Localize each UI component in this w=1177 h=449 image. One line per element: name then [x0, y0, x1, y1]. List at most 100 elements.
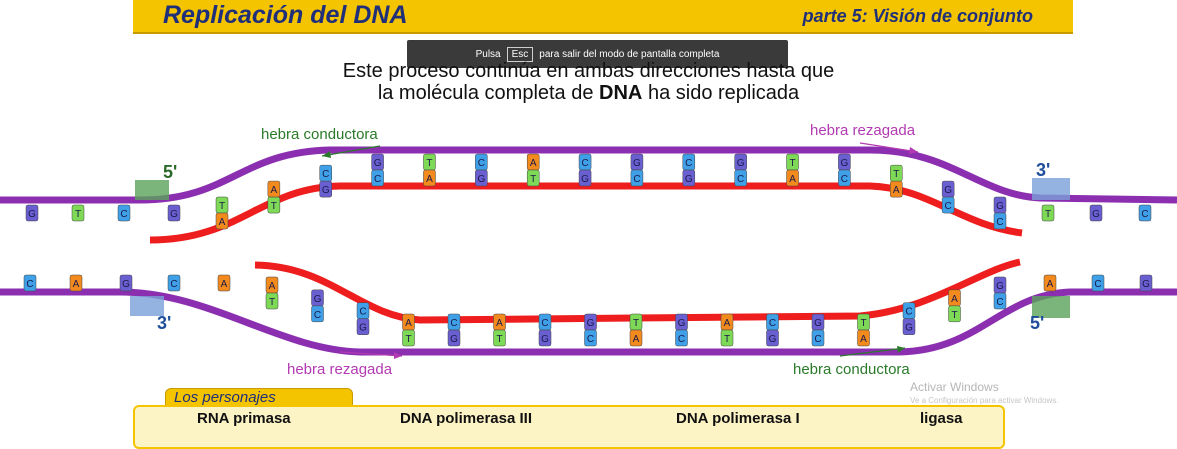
base-bottom-right-1: C [1091, 274, 1105, 292]
top-left-5-prime-label: 5' [163, 162, 178, 182]
svg-text:G: G [841, 158, 849, 169]
base-bottom-pair-3-upper: A [402, 313, 415, 331]
svg-text:G: G [1142, 279, 1150, 290]
svg-text:C: C [814, 334, 821, 345]
base-bottom-pair-10-lower: T [720, 329, 734, 347]
top-parent-strand [0, 146, 1177, 204]
base-bottom-pair-14-lower: G [902, 318, 916, 335]
svg-text:A: A [633, 334, 640, 345]
svg-text:T: T [951, 310, 957, 321]
svg-text:C: C [1094, 279, 1101, 290]
base-top-pair-11-lower: A [786, 169, 799, 187]
legend-tab[interactable]: Los personajes [165, 388, 353, 407]
base-bottom-pair-9-lower: C [675, 329, 688, 347]
svg-text:G: G [450, 334, 458, 345]
svg-text:C: C [478, 158, 485, 169]
svg-text:C: C [587, 334, 594, 345]
svg-text:G: G [122, 279, 130, 290]
base-bottom-pair-10-upper: A [720, 313, 734, 331]
top-right-arrow [859, 142, 919, 153]
base-bottom-pair-5-upper: A [493, 313, 506, 331]
base-bottom-pair-6-upper: C [538, 313, 552, 331]
svg-text:T: T [75, 209, 81, 220]
description-line-1: Este proceso continúa en ambas direccion… [342, 60, 835, 82]
svg-text:T: T [496, 334, 502, 345]
svg-text:C: C [322, 169, 329, 180]
svg-text:A: A [789, 174, 796, 185]
svg-text:T: T [893, 169, 899, 180]
base-top-pair-12-upper: G [838, 153, 851, 171]
bottom-parent-strand [0, 288, 1177, 356]
base-top-pair-8-lower: C [630, 169, 644, 187]
base-bottom-pair-8-upper: T [629, 313, 643, 331]
base-top-pair-4-lower: A [423, 169, 436, 187]
base-top-pair-2-upper: C [319, 164, 332, 182]
svg-text:C: C [314, 310, 321, 321]
svg-text:C: C [541, 318, 548, 329]
base-bottom-pair-12-upper: G [811, 313, 825, 331]
svg-text:A: A [73, 279, 80, 290]
svg-text:T: T [633, 318, 639, 329]
toast-text-after: para salir del modo de pantalla completa [539, 48, 720, 60]
base-bottom-left-1: A [69, 274, 83, 292]
top-new-strand [149, 182, 1023, 244]
fullscreen-exit-toast: Pulsa Esc para salir del modo de pantall… [407, 40, 788, 68]
legend-item-rna-primasa: RNA primasa [197, 410, 291, 427]
svg-text:C: C [633, 174, 640, 185]
svg-text:A: A [860, 334, 867, 345]
base-bottom-pair-12-lower: C [811, 329, 825, 347]
windows-activation-watermark: Activar Windows Ve a Configuración para … [910, 380, 1059, 408]
base-bottom-pair-8-lower: A [629, 329, 643, 347]
base-top-pair-0-upper: T [215, 196, 229, 214]
base-bottom-pair-16-upper: G [993, 276, 1007, 294]
label-bottom-lagging-strand: hebra rezagada [287, 361, 393, 378]
watermark-line-2: Ve a Configuración para activar Windows. [910, 396, 1059, 405]
base-bottom-pair-9-upper: G [675, 313, 688, 331]
svg-text:C: C [678, 334, 685, 345]
base-top-pair-9-upper: C [682, 153, 696, 171]
base-bottom-right-2: G [1139, 274, 1153, 292]
svg-text:T: T [530, 174, 536, 185]
svg-text:G: G [996, 281, 1004, 292]
base-top-right-1: G [1089, 204, 1103, 222]
svg-text:A: A [724, 318, 731, 329]
svg-text:A: A [951, 294, 958, 305]
svg-text:C: C [359, 307, 366, 318]
svg-text:A: A [219, 217, 226, 228]
svg-text:A: A [405, 318, 412, 329]
base-top-pair-2-lower: G [319, 180, 332, 198]
base-top-left-2: C [117, 204, 131, 222]
base-top-pair-1-upper: A [267, 180, 281, 198]
esc-key: Esc [506, 46, 534, 62]
base-bottom-pair-15-lower: T [948, 305, 961, 323]
base-top-pair-15-lower: C [993, 212, 1007, 230]
base-bottom-pair-1-lower: C [311, 305, 324, 323]
base-bottom-pair-15-upper: A [948, 289, 961, 307]
base-top-pair-10-upper: G [734, 153, 747, 171]
base-bottom-pair-6-lower: G [538, 329, 552, 347]
base-top-pair-0-lower: A [215, 212, 229, 230]
base-bottom-left-2: G [119, 274, 133, 292]
svg-text:T: T [789, 158, 795, 169]
description-line-2-suffix: ha sido replicada [642, 82, 800, 104]
label-top-lagging-strand: hebra rezagada [810, 122, 916, 139]
svg-text:C: C [996, 297, 1003, 308]
base-bottom-pair-5-lower: T [493, 329, 506, 347]
base-top-pair-1-lower: T [267, 196, 281, 214]
base-top-pair-8-upper: G [630, 153, 644, 171]
base-bottom-left-3: C [167, 274, 181, 292]
base-bottom-pair-4-upper: C [447, 313, 461, 331]
base-bottom-pair-1-upper: G [311, 289, 324, 307]
description-line-2: la molécula completa de DNA ha sido repl… [0, 82, 1177, 105]
svg-text:C: C [581, 158, 588, 169]
base-top-pair-6-upper: A [526, 153, 540, 171]
svg-text:T: T [269, 297, 275, 308]
svg-text:G: G [685, 174, 693, 185]
base-bottom-pair-11-lower: G [766, 329, 779, 347]
svg-text:C: C [120, 209, 127, 220]
svg-text:A: A [893, 185, 900, 196]
base-bottom-pair-7-lower: C [584, 329, 597, 347]
bottom-right-arrow [839, 347, 906, 357]
svg-text:A: A [1047, 279, 1054, 290]
base-top-pair-13-lower: A [890, 180, 903, 198]
